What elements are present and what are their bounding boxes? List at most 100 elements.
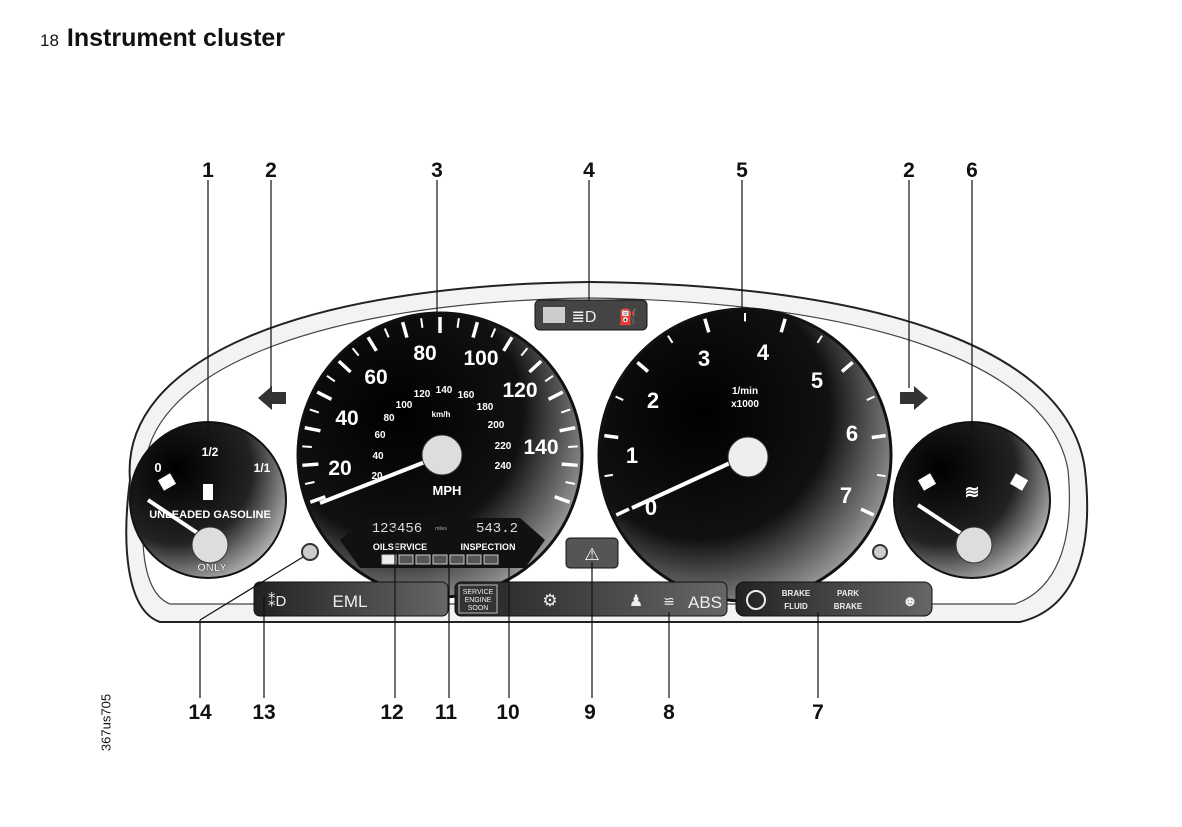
rpm-tick (871, 433, 886, 440)
leader-lines (199, 180, 973, 698)
svg-text:UNLEADED GASOLINE: UNLEADED GASOLINE (149, 509, 271, 521)
transmission-icon: ⚙ (542, 591, 557, 610)
speed-tick (420, 318, 424, 328)
rpm-tick (866, 395, 875, 401)
speed-tick (528, 359, 543, 374)
svg-text:6: 6 (846, 421, 858, 446)
fuel-needle (146, 498, 207, 540)
speed-tick (568, 445, 578, 448)
speed-tick (304, 481, 315, 486)
odometer: 123456 (372, 521, 422, 537)
speed-tick (490, 328, 497, 338)
rpm-tick (703, 318, 711, 333)
seatbelt-icon: ♟ (629, 593, 643, 610)
callout-11: 11 (435, 701, 458, 724)
svg-text:SERVICE: SERVICE (463, 589, 494, 596)
speed-tick (326, 375, 336, 383)
speed-tick (456, 318, 460, 328)
svg-text:1: 1 (626, 443, 638, 468)
svg-text:20: 20 (371, 471, 383, 482)
rpm-tick (615, 507, 630, 517)
svg-text:140: 140 (436, 385, 453, 396)
fuel-pump-icon (203, 484, 213, 500)
svg-text:100: 100 (463, 347, 498, 370)
speed-needle (319, 460, 426, 505)
svg-text:40: 40 (335, 407, 358, 430)
callout-10: 10 (496, 701, 519, 724)
speed-tick (304, 425, 321, 433)
svg-text:BRAKE: BRAKE (834, 602, 863, 611)
svg-text:INSPECTION: INSPECTION (460, 542, 515, 552)
speed-tick (309, 408, 320, 414)
clock-knob (872, 544, 888, 560)
speed-tick (337, 359, 352, 374)
airbag-icon: ☻ (902, 593, 918, 610)
speed-tick (302, 462, 319, 468)
svg-text:40: 40 (372, 451, 384, 462)
svg-text:60: 60 (374, 430, 386, 441)
svg-text:240: 240 (495, 461, 512, 472)
turn-signal-left-icon (258, 386, 286, 410)
svg-text:0: 0 (154, 460, 161, 475)
speed-tick (309, 495, 326, 504)
page-title: Instrument cluster (66, 24, 286, 52)
oil-level-icon: ≌ (663, 593, 675, 609)
svg-text:1/min: 1/min (732, 386, 758, 397)
coolant-temperature-gauge: ≋ (893, 421, 1051, 579)
speed-tick (554, 495, 571, 504)
speed-tick (471, 321, 480, 339)
svg-text:3: 3 (698, 346, 710, 371)
oil-pressure-icon: ⛽ (619, 308, 638, 326)
tachometer: 0 1 2 3 4 5 6 7 1/min x1000 (597, 307, 893, 603)
svg-text:200: 200 (488, 420, 505, 431)
svg-text:2: 2 (647, 388, 659, 413)
trip-odometer: 543.2 (476, 521, 518, 537)
svg-text:180: 180 (477, 402, 494, 413)
fuel-reserve-icon (157, 473, 177, 491)
svg-text:x1000: x1000 (731, 399, 759, 410)
svg-text:120: 120 (414, 389, 431, 400)
svg-text:miles: miles (435, 526, 447, 532)
svg-text:SOON: SOON (468, 605, 489, 612)
svg-text:80: 80 (413, 342, 436, 365)
svg-text:160: 160 (458, 390, 475, 401)
speed-tick (383, 328, 390, 338)
rpm-tick (667, 335, 674, 344)
svg-text:80: 80 (383, 413, 395, 424)
high-beam-icon: ≣D (572, 309, 597, 326)
trip-reset-knob (301, 543, 319, 561)
speed-tick (351, 347, 360, 357)
svg-text:60: 60 (364, 366, 387, 389)
speed-tick (520, 347, 529, 357)
fog-light-icon: ⁑D (268, 592, 287, 610)
callout-13: 13 (252, 701, 275, 724)
callout-2-right: 2 (903, 159, 915, 182)
speed-tick (559, 425, 576, 433)
speed-tick (560, 408, 571, 414)
callout-8: 8 (663, 701, 675, 724)
battery-icon (543, 307, 565, 323)
service-interval-led (449, 554, 465, 565)
svg-text:1/2: 1/2 (202, 445, 219, 459)
speedometer: 20 40 60 80 100 120 140 20 40 60 80 100 … (296, 311, 584, 599)
svg-text:220: 220 (495, 441, 512, 452)
coolant-icon: ≋ (964, 482, 979, 502)
page-number: 18 (40, 31, 59, 50)
rpm-tick (604, 473, 614, 478)
rpm-tick (779, 318, 787, 333)
service-interval-led (381, 554, 397, 565)
svg-text:7: 7 (840, 483, 852, 508)
service-interval-led (415, 554, 431, 565)
svg-text:OILSERVICE: OILSERVICE (373, 542, 427, 552)
service-interval-led (398, 554, 414, 565)
turn-signal-right-icon (900, 386, 928, 410)
fuel-gauge: 0 1/2 1/1 UNLEADED GASOLINE ONLY (129, 421, 287, 579)
callout-9: 9 (584, 701, 596, 724)
callout-14: 14 (188, 701, 212, 724)
rpm-tick (636, 361, 650, 373)
callouts-bottom: 14 13 12 11 10 9 8 7 (188, 701, 824, 724)
speed-tick (400, 321, 409, 339)
warning-lights-top: ≣D ⛽ (534, 299, 648, 331)
brake-pad-icon (746, 590, 766, 610)
svg-text:km/h: km/h (432, 410, 451, 419)
